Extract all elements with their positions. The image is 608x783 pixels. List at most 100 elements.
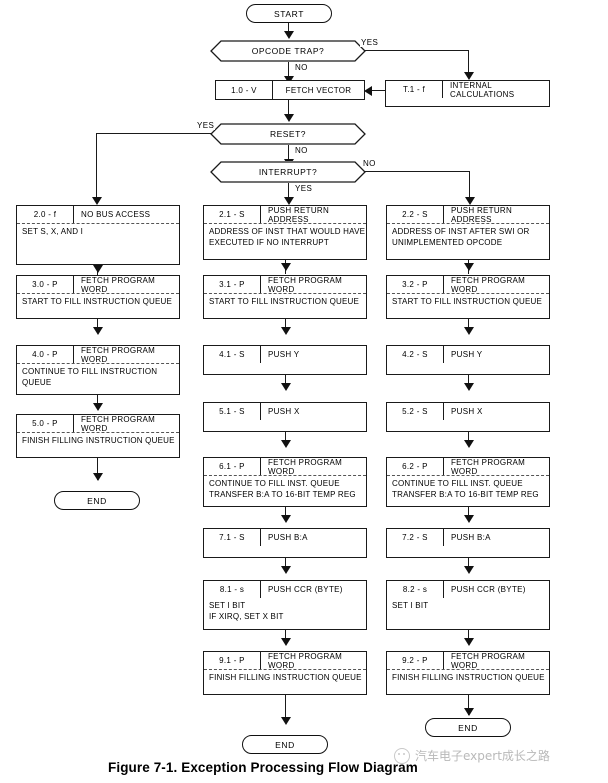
node-6-1-p-body: CONTINUE TO FILL INST. QUEUE TRANSFER B:…: [204, 476, 366, 506]
node-6-1-p-title: FETCH PROGRAM WORD: [268, 457, 343, 476]
node-3-2-p-code: 3.2 - P: [387, 276, 444, 293]
node-start: START: [246, 4, 332, 23]
connector-8-2-s-to-9-2-p: [468, 630, 470, 644]
node-3-1-p: 3.1 - P FETCH PROGRAM WORD START TO FILL…: [203, 275, 367, 319]
node-2-1-s: 2.1 - S PUSH RETURN ADDRESS ADDRESS OF I…: [203, 205, 367, 260]
arrowhead-4-1-s-to-5-1-s: [281, 383, 291, 391]
node-2-1-s-code: 2.1 - S: [204, 206, 261, 223]
node-interrupt-label: INTERRUPT?: [258, 167, 318, 177]
node-3-2-p-header: 3.2 - P FETCH PROGRAM WORD: [387, 276, 549, 294]
node-2-1-s-header: 2.1 - S PUSH RETURN ADDRESS: [204, 206, 366, 224]
node-6-1-p-body-line: TRANSFER B:A TO 16-BIT TEMP REG: [209, 489, 356, 499]
connector-3-1-p-to-4-1-s: [285, 319, 287, 333]
node-8-2-s: 8.2 - s PUSH CCR (BYTE) SET I BIT: [386, 580, 550, 630]
arrowhead-6-2-p-to-7-2-s: [464, 515, 474, 523]
node-5-0-p-header: 5.0 - P FETCH PROGRAM WORD: [17, 415, 179, 433]
node-2-0-f-body-line: SET S, X, AND I: [22, 227, 84, 236]
node-6-2-p-body-line: CONTINUE TO FILL INST. QUEUE: [392, 479, 523, 488]
connector-interrupt-yes: [288, 183, 290, 199]
arrowhead-5-1-s-to-6-1-p: [281, 440, 291, 448]
node-internal-calculations: T.1 - f INTERNAL CALCULATIONS: [385, 80, 550, 107]
node-6-1-p-header: 6.1 - P FETCH PROGRAM WORD: [204, 458, 366, 476]
connector-opcode-trap-yes-h: [365, 50, 469, 52]
node-7-1-s: 7.1 - S PUSH B:A: [203, 528, 367, 558]
node-internal-calculations-title: INTERNAL CALCULATIONS: [450, 80, 515, 99]
node-9-2-p-title: FETCH PROGRAM WORD: [451, 651, 526, 670]
connector-reset-yes-h: [96, 133, 211, 135]
node-4-0-p: 4.0 - P FETCH PROGRAM WORD CONTINUE TO F…: [16, 345, 180, 395]
node-end-left-label: END: [87, 495, 107, 506]
node-4-0-p-body-line: CONTINUE TO FILL INSTRUCTION: [22, 367, 158, 376]
node-5-0-p: 5.0 - P FETCH PROGRAM WORD FINISH FILLIN…: [16, 414, 180, 458]
node-reset-label: RESET?: [269, 129, 307, 139]
node-3-2-p-title: FETCH PROGRAM WORD: [451, 275, 526, 294]
arrowhead-8-2-s-to-9-2-p: [464, 638, 474, 646]
node-8-2-s-body: SET I BIT: [387, 598, 549, 629]
edge-label-interrupt-yes: YES: [294, 184, 314, 193]
edge-label-reset-yes: YES: [196, 121, 216, 130]
node-internal-calculations-body: [386, 98, 549, 106]
node-2-0-f-title: NO BUS ACCESS: [81, 210, 151, 219]
node-6-2-p-header: 6.2 - P FETCH PROGRAM WORD: [387, 458, 549, 476]
node-8-1-s-body-line: IF XIRQ, SET X BIT: [209, 611, 284, 621]
node-8-1-s-code: 8.1 - s: [204, 581, 261, 598]
arrowhead-4-2-s-to-5-2-s: [464, 383, 474, 391]
node-fetch-vector-code: 1.0 - V: [216, 81, 273, 99]
node-9-1-p-title: FETCH PROGRAM WORD: [268, 651, 343, 670]
connector-5-2-s-to-6-2-p: [468, 432, 470, 446]
arrowhead-9-1-p-to-end-mid: [281, 717, 291, 725]
arrowhead-start-to-opcode-trap: [284, 31, 294, 39]
node-4-1-s: 4.1 - S PUSH Y: [203, 345, 367, 375]
arrowhead-5-0-p-to-end-left: [93, 473, 103, 481]
connector-7-1-s-to-8-1-s: [285, 558, 287, 572]
arrowhead-7-1-s-to-8-1-s: [281, 566, 291, 574]
node-5-0-p-title: FETCH PROGRAM WORD: [81, 414, 156, 433]
arrowhead-fetch-vector-to-reset: [284, 114, 294, 122]
node-5-2-s-header: 5.2 - S PUSH X: [387, 403, 549, 420]
node-reset: RESET?: [210, 123, 366, 145]
node-9-2-p-header: 9.2 - P FETCH PROGRAM WORD: [387, 652, 549, 670]
node-2-2-s-body-line: ADDRESS OF INST AFTER SWI OR: [392, 227, 530, 236]
node-8-1-s-header: 8.1 - s PUSH CCR (BYTE): [204, 581, 366, 598]
node-3-1-p-code: 3.1 - P: [204, 276, 261, 293]
connector-reset-yes-v: [96, 133, 98, 199]
connector-7-2-s-to-8-2-s: [468, 558, 470, 572]
connector-4-0-p-to-5-0-p: [97, 395, 99, 409]
connector-opcode-trap-yes-v: [468, 50, 470, 74]
arrowhead-2-2-s-to-3-2-p: [464, 263, 474, 271]
node-9-2-p-code: 9.2 - P: [387, 652, 444, 669]
arrowhead-interrupt-no: [465, 197, 475, 205]
node-5-1-s-code: 5.1 - S: [204, 403, 261, 420]
arrowhead-5-2-s-to-6-2-p: [464, 440, 474, 448]
arrowhead-8-1-s-to-9-1-p: [281, 638, 291, 646]
node-5-2-s-title: PUSH X: [451, 407, 483, 416]
node-3-2-p-body: START TO FILL INSTRUCTION QUEUE: [387, 294, 549, 318]
node-3-2-p-body-line: START TO FILL INSTRUCTION QUEUE: [392, 297, 543, 306]
connector-start-to-opcode-trap: [288, 23, 290, 33]
node-6-2-p-title: FETCH PROGRAM WORD: [451, 457, 526, 476]
node-6-2-p-body-line: TRANSFER B:A TO 16-BIT TEMP REG: [392, 489, 539, 499]
node-end-mid: END: [242, 735, 328, 754]
arrowhead-internal-calc-to-fetch-vector: [364, 86, 372, 96]
node-3-0-p-body-line: START TO FILL INSTRUCTION QUEUE: [22, 297, 173, 306]
node-7-2-s: 7.2 - S PUSH B:A: [386, 528, 550, 558]
node-internal-calculations-header: T.1 - f INTERNAL CALCULATIONS: [386, 80, 549, 99]
node-7-2-s-header: 7.2 - S PUSH B:A: [387, 529, 549, 546]
connector-8-1-s-to-9-1-p: [285, 630, 287, 644]
node-2-2-s: 2.2 - S PUSH RETURN ADDRESS ADDRESS OF I…: [386, 205, 550, 260]
node-2-0-f-body: SET S, X, AND I: [17, 224, 179, 264]
node-3-0-p-code: 3.0 - P: [17, 276, 74, 293]
connector-4-2-s-to-5-2-s: [468, 375, 470, 389]
node-9-2-p-body-line: FINISH FILLING INSTRUCTION QUEUE: [392, 673, 545, 682]
node-5-2-s-body: [387, 420, 549, 431]
connector-5-1-s-to-6-1-p: [285, 432, 287, 446]
node-7-2-s-body: [387, 546, 549, 557]
arrowhead-3-1-p-to-4-1-s: [281, 327, 291, 335]
node-5-2-s-code: 5.2 - S: [387, 403, 444, 420]
node-3-0-p: 3.0 - P FETCH PROGRAM WORD START TO FILL…: [16, 275, 180, 319]
node-8-1-s-body-line: SET I BIT: [209, 601, 246, 610]
node-5-1-s-title: PUSH X: [268, 407, 300, 416]
node-4-2-s-body: [387, 363, 549, 374]
node-4-2-s-title: PUSH Y: [451, 350, 483, 359]
connector-fetch-vector-to-reset: [288, 100, 290, 118]
